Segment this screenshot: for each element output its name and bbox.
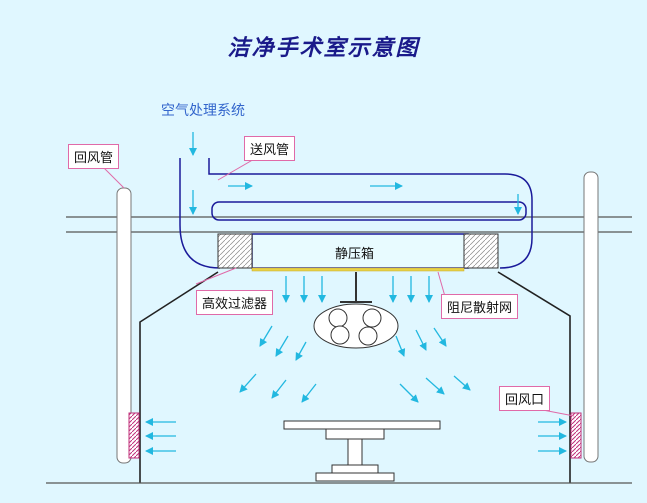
label-return-duct: 回风管: [68, 144, 120, 169]
return-outlet-left: [128, 412, 140, 459]
label-damper-mesh: 阻尼散射网: [441, 294, 519, 319]
callout-leaders: [99, 157, 575, 417]
return-duct-right: [583, 171, 599, 463]
diagram-title: 洁净手术室示意图: [227, 36, 420, 61]
label-return-outlet: 回风口: [499, 386, 551, 411]
hepa-filter-right: [463, 233, 499, 269]
label-air-handling: 空气处理系统: [161, 103, 245, 119]
return-outlet-right: [570, 412, 582, 459]
supply-duct: [179, 158, 533, 269]
ceiling-lines: [66, 216, 632, 233]
damper-mesh: [251, 267, 465, 272]
label-plenum: 静压箱: [335, 247, 375, 262]
airflow-arrows: [145, 132, 567, 455]
room-walls: [139, 271, 571, 483]
label-supply-duct: 送风管: [244, 136, 296, 161]
label-hepa-filter: 高效过滤器: [196, 290, 274, 315]
operating-table: [283, 420, 441, 482]
surgical-lamp: [313, 272, 399, 349]
hepa-filter-left: [217, 233, 253, 269]
